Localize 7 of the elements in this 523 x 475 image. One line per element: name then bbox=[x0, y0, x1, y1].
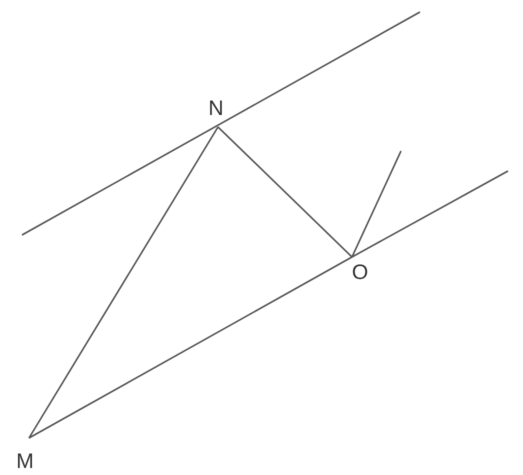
line-segment bbox=[217, 126, 353, 258]
line-segment bbox=[28, 256, 352, 439]
line-segment bbox=[351, 150, 402, 258]
point-label: M bbox=[16, 450, 34, 474]
point-label: O bbox=[352, 261, 368, 285]
point-label: N bbox=[208, 97, 224, 121]
line-segment bbox=[28, 126, 219, 438]
